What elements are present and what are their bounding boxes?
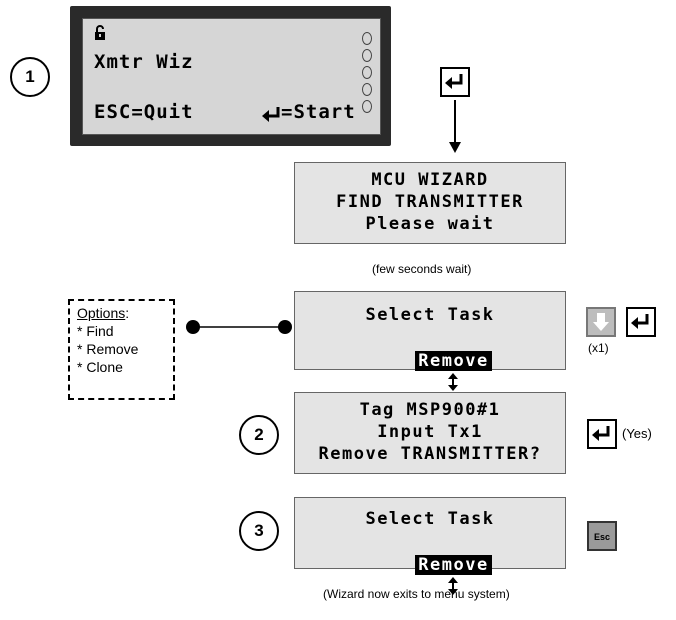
enter-key-icon — [631, 314, 649, 329]
select-task-value-row-2: Remove — [295, 532, 565, 620]
select-task-value-2: Remove — [415, 555, 492, 575]
remove-line-2: Input Tx1 — [377, 422, 483, 442]
enter-key-button-2[interactable] — [626, 307, 656, 337]
lcd-display-screen: Xmtr Wiz ESC=Quit =Start — [82, 18, 381, 135]
lock-icon — [95, 25, 105, 40]
step-2-number: 2 — [254, 425, 264, 444]
flow-arrow-down — [449, 100, 461, 153]
lcd-start-label: =Start — [281, 101, 356, 123]
status-dot — [362, 83, 372, 96]
enter-key-icon — [445, 74, 463, 89]
step-1-circle: 1 — [10, 57, 50, 97]
exit-caption: (Wizard now exits to menu system) — [323, 587, 510, 601]
esc-key-button[interactable]: Esc — [587, 521, 617, 551]
option-find: * Find — [77, 323, 114, 339]
enter-key-button[interactable] — [440, 67, 470, 97]
esc-key-icon: Esc — [593, 532, 610, 542]
status-dot — [362, 49, 372, 62]
enter-key-icon — [262, 107, 280, 122]
enter-key-icon — [592, 426, 610, 441]
yes-caption: (Yes) — [622, 426, 652, 441]
select-task-title-2: Select Task — [365, 509, 495, 529]
remove-line-3: Remove TRANSMITTER? — [318, 444, 542, 464]
status-dot — [362, 66, 372, 79]
step-3-circle: 3 — [239, 511, 279, 551]
options-title: Options — [77, 305, 126, 321]
wizard-line-1: MCU WIZARD — [371, 170, 489, 190]
option-clone: * Clone — [77, 359, 123, 375]
step-1-number: 1 — [25, 67, 35, 86]
options-connector — [186, 320, 292, 334]
up-down-arrow-icon — [448, 373, 459, 391]
wizard-screen: MCU WIZARD FIND TRANSMITTER Please wait — [294, 162, 566, 244]
wizard-line-3: Please wait — [365, 214, 495, 234]
status-dot — [362, 100, 372, 113]
select-task-value: Remove — [415, 351, 492, 371]
option-remove: * Remove — [77, 341, 139, 357]
status-dot — [362, 32, 372, 45]
step-3-number: 3 — [254, 521, 264, 540]
enter-key-button-3[interactable] — [587, 419, 617, 449]
down-arrow-key-icon — [593, 313, 609, 331]
down-key-caption: (x1) — [588, 341, 609, 355]
select-task-screen-2: Select Task Remove — [294, 497, 566, 595]
lcd-line-title: Xmtr Wiz — [94, 51, 194, 73]
options-title-row: Options: — [77, 304, 173, 322]
step-2-circle: 2 — [239, 415, 279, 455]
up-down-arrow-icon — [448, 577, 459, 595]
select-task-title: Select Task — [365, 305, 495, 325]
remove-line-1: Tag MSP900#1 — [359, 400, 501, 420]
select-task-value-row: Remove — [295, 328, 565, 416]
remove-confirm-screen: Tag MSP900#1 Input Tx1 Remove TRANSMITTE… — [294, 392, 566, 474]
down-arrow-key-button[interactable] — [586, 307, 616, 337]
wizard-line-2: FIND TRANSMITTER — [336, 192, 524, 212]
select-task-screen-1: Select Task Remove — [294, 291, 566, 391]
options-box: Options: * Find * Remove * Clone — [68, 299, 175, 400]
wait-caption: (few seconds wait) — [372, 262, 472, 276]
lcd-esc-label: ESC=Quit — [94, 101, 194, 123]
options-title-suffix: : — [125, 305, 130, 321]
lcd-status-dots — [362, 32, 374, 117]
